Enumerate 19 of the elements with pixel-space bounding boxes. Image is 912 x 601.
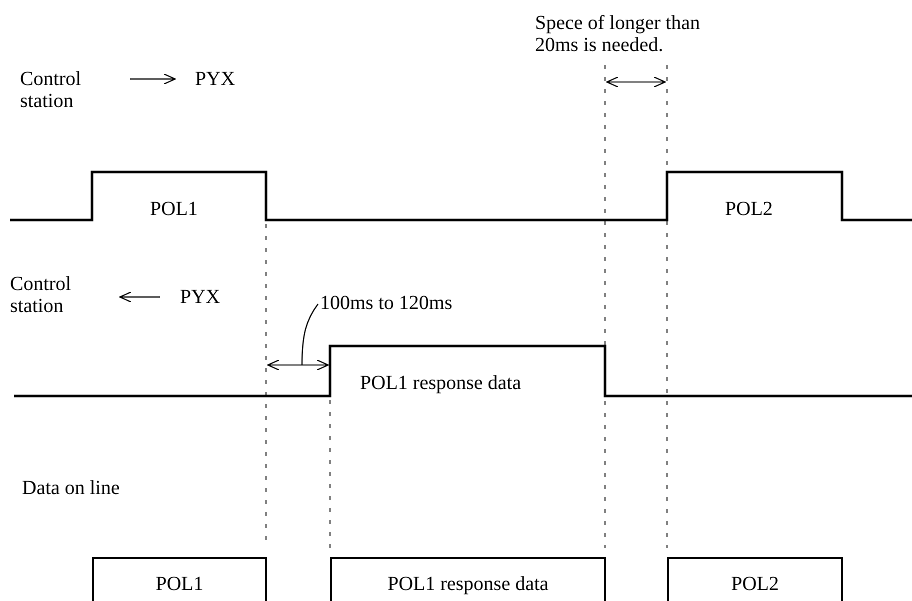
- signal-label: Control station: [10, 273, 100, 317]
- leader-line: [301, 304, 318, 365]
- pulse-label: POL1: [150, 198, 198, 220]
- data-frame: [667, 557, 843, 601]
- frame-label: POL2: [731, 573, 779, 595]
- pulse-label: POL1 response data: [360, 372, 522, 394]
- arrow: [130, 73, 176, 85]
- signal-label: PYX: [195, 68, 236, 90]
- signal-label: 100ms to 120ms: [320, 292, 452, 314]
- frame-label: POL1: [156, 573, 204, 595]
- frame-label: POL1 response data: [387, 573, 549, 595]
- pulse-label: POL2: [725, 198, 773, 220]
- note-text: Spece of longer than 20ms is needed.: [535, 12, 701, 56]
- data-frame: [92, 557, 267, 601]
- row-label: Data on line: [22, 477, 120, 499]
- signal-label: PYX: [180, 286, 220, 308]
- data-frame: [330, 557, 606, 601]
- signal-label: Control station: [20, 68, 110, 112]
- arrow: [119, 291, 160, 303]
